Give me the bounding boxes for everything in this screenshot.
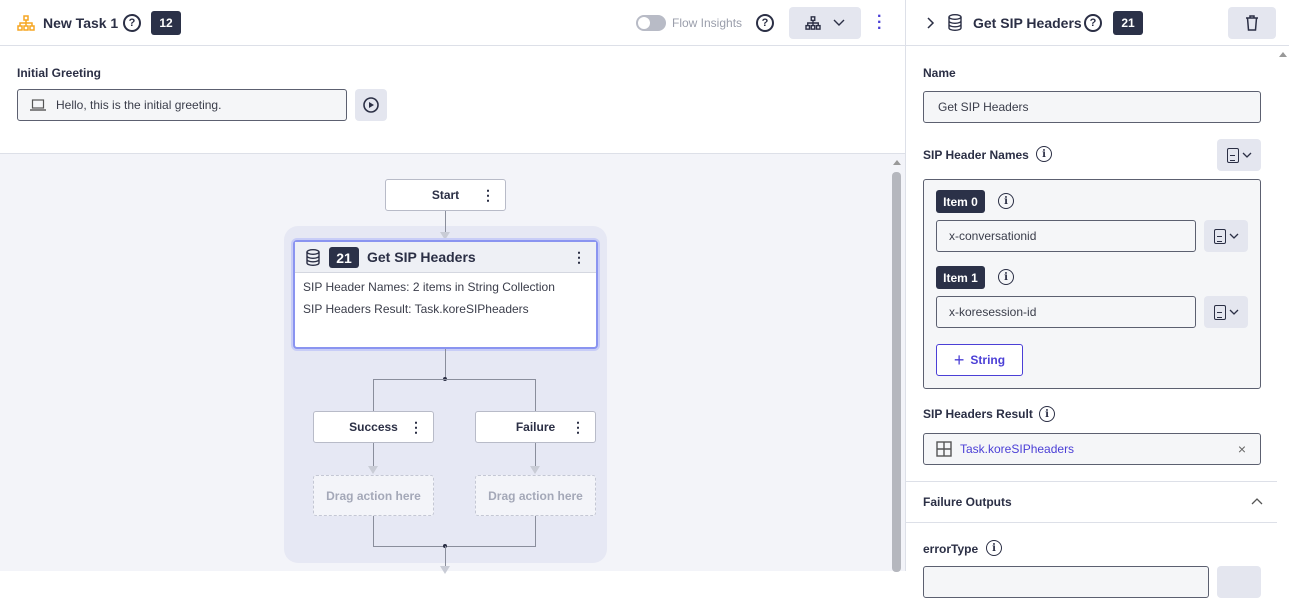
panel-scroll-up[interactable]: [1279, 52, 1287, 57]
start-node[interactable]: Start ⋮: [385, 179, 506, 211]
panel-title: Get SIP Headers: [973, 15, 1082, 31]
success-branch[interactable]: Success ⋮: [313, 411, 434, 443]
task-badge: 12: [151, 11, 181, 35]
chevron-up-icon[interactable]: [1251, 498, 1263, 505]
properties-panel: Get SIP Headers ? 21 Name Get SIP Header…: [905, 0, 1289, 598]
node-title: Get SIP Headers: [367, 249, 476, 265]
item-badge: Item 1: [936, 266, 985, 289]
document-icon: [1213, 304, 1226, 320]
scroll-up-arrow[interactable]: [893, 160, 901, 165]
collapse-panel-chevron-icon[interactable]: [927, 17, 935, 29]
chevron-down-icon: [833, 19, 845, 26]
start-label: Start: [431, 188, 460, 202]
flow-icon: [17, 15, 35, 31]
item-input[interactable]: x-koresession-id: [936, 296, 1196, 328]
layout-dropdown-button[interactable]: [789, 7, 861, 39]
hierarchy-icon: [805, 16, 821, 30]
sip-header-names-label: SIP Header Names: [923, 148, 1029, 162]
node-line: SIP Headers Result: Task.koreSIPheaders: [303, 302, 529, 316]
get-sip-headers-node[interactable]: 21 Get SIP Headers ⋮ SIP Header Names: 2…: [293, 240, 598, 349]
task-title: New Task 1: [43, 15, 119, 31]
delete-button[interactable]: [1228, 7, 1276, 39]
branch-label: Failure: [515, 420, 556, 434]
plus-icon: +: [953, 349, 965, 370]
task-header: New Task 1 ? 12 Flow Insights ? ···: [0, 0, 905, 46]
info-icon[interactable]: i: [986, 540, 1002, 556]
info-icon[interactable]: i: [1036, 146, 1052, 162]
branch-label: Success: [349, 420, 398, 434]
variable-grid-icon: [936, 441, 952, 457]
chevron-down-icon: [1242, 152, 1251, 158]
panel-badge: 21: [1113, 11, 1143, 35]
error-type-label: errorType: [923, 542, 979, 556]
drop-zone[interactable]: Drag action here: [475, 475, 596, 516]
add-string-button[interactable]: + String: [936, 344, 1023, 376]
greeting-label: Initial Greeting: [17, 66, 102, 80]
document-icon: [1213, 228, 1226, 244]
failure-branch[interactable]: Failure ⋮: [475, 411, 596, 443]
trash-icon: [1246, 15, 1258, 31]
sip-headers-result-label: SIP Headers Result: [923, 407, 1033, 421]
flow-insights-label: Flow Insights: [672, 16, 743, 30]
info-icon[interactable]: i: [998, 269, 1014, 285]
node-menu-icon[interactable]: ⋮: [481, 187, 495, 203]
value-type-dropdown[interactable]: [1204, 220, 1248, 252]
drop-zone[interactable]: Drag action here: [313, 475, 434, 516]
laptop-icon: [30, 99, 46, 111]
failure-outputs-header[interactable]: Failure Outputs: [923, 495, 1012, 509]
value-type-dropdown[interactable]: [1204, 296, 1248, 328]
help-icon[interactable]: ?: [756, 14, 774, 32]
greeting-input[interactable]: Hello, this is the initial greeting.: [17, 89, 347, 121]
node-line: SIP Header Names: 2 items in String Coll…: [303, 280, 555, 294]
info-icon[interactable]: i: [1039, 406, 1055, 422]
chevron-down-icon: [1229, 233, 1238, 239]
value-type-dropdown[interactable]: [1217, 139, 1261, 171]
result-value: Task.koreSIPheaders: [960, 442, 1075, 456]
help-icon[interactable]: ?: [123, 14, 141, 32]
connector-arrow: [440, 232, 450, 240]
greeting-text: Hello, this is the initial greeting.: [56, 98, 222, 112]
play-icon: [363, 97, 379, 113]
name-label: Name: [923, 66, 956, 80]
document-icon: [1226, 147, 1239, 163]
help-icon[interactable]: ?: [1084, 14, 1102, 32]
node-badge: 21: [329, 247, 359, 268]
clear-icon[interactable]: ×: [1237, 441, 1246, 457]
play-greeting-button[interactable]: [355, 89, 387, 121]
node-menu-icon[interactable]: ⋮: [409, 419, 423, 435]
item-badge: Item 0: [936, 190, 985, 213]
database-icon: [948, 14, 962, 31]
node-menu-icon[interactable]: ⋮: [571, 419, 585, 435]
info-icon[interactable]: i: [998, 193, 1014, 209]
add-string-label: String: [970, 353, 1006, 367]
item-input[interactable]: x-conversationid: [936, 220, 1196, 252]
flow-insights-toggle[interactable]: [636, 15, 666, 31]
name-input[interactable]: Get SIP Headers: [923, 91, 1261, 123]
node-menu-icon[interactable]: ⋮: [572, 249, 586, 265]
more-menu-icon[interactable]: ···: [877, 8, 883, 37]
result-input[interactable]: Task.koreSIPheaders ×: [923, 433, 1261, 465]
database-icon: [306, 249, 320, 266]
canvas-scrollbar[interactable]: [892, 172, 901, 572]
chevron-down-icon: [1229, 309, 1238, 315]
